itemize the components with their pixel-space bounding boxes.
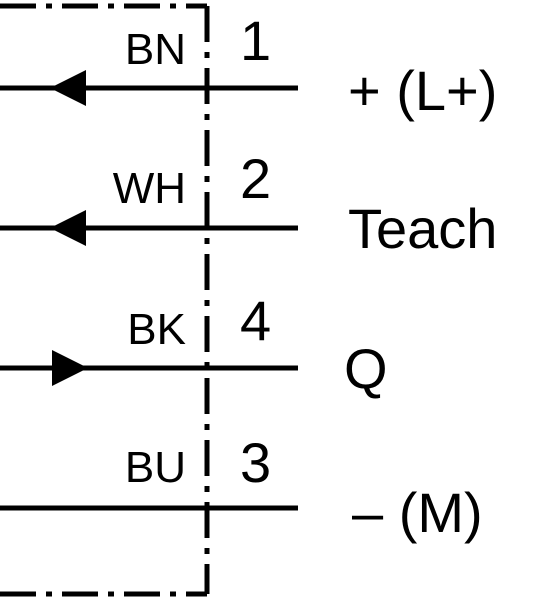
housing-boundary <box>0 3 210 597</box>
signal-label: Q <box>344 337 388 400</box>
signal-label: Teach <box>348 197 497 260</box>
pin-number: 3 <box>240 431 271 494</box>
arrow-in-icon <box>50 210 86 246</box>
pin-number: 2 <box>240 147 271 210</box>
terminal-4: BK 4 Q <box>0 289 388 400</box>
signal-label: + (L+) <box>348 59 497 122</box>
signal-label: – (M) <box>352 481 483 544</box>
wire-color-label: BN <box>125 25 186 74</box>
arrow-in-icon <box>50 70 86 106</box>
wire-color-label: WH <box>113 164 186 213</box>
terminal-3: BU 3 – (M) <box>0 431 483 544</box>
wire-color-label: BK <box>127 305 186 354</box>
arrow-out-icon <box>52 350 88 386</box>
terminal-1: BN 1 + (L+) <box>0 9 497 122</box>
pin-number: 1 <box>240 9 271 72</box>
wire-color-label: BU <box>125 443 186 492</box>
terminal-2: WH 2 Teach <box>0 147 497 260</box>
pin-number: 4 <box>240 289 271 352</box>
